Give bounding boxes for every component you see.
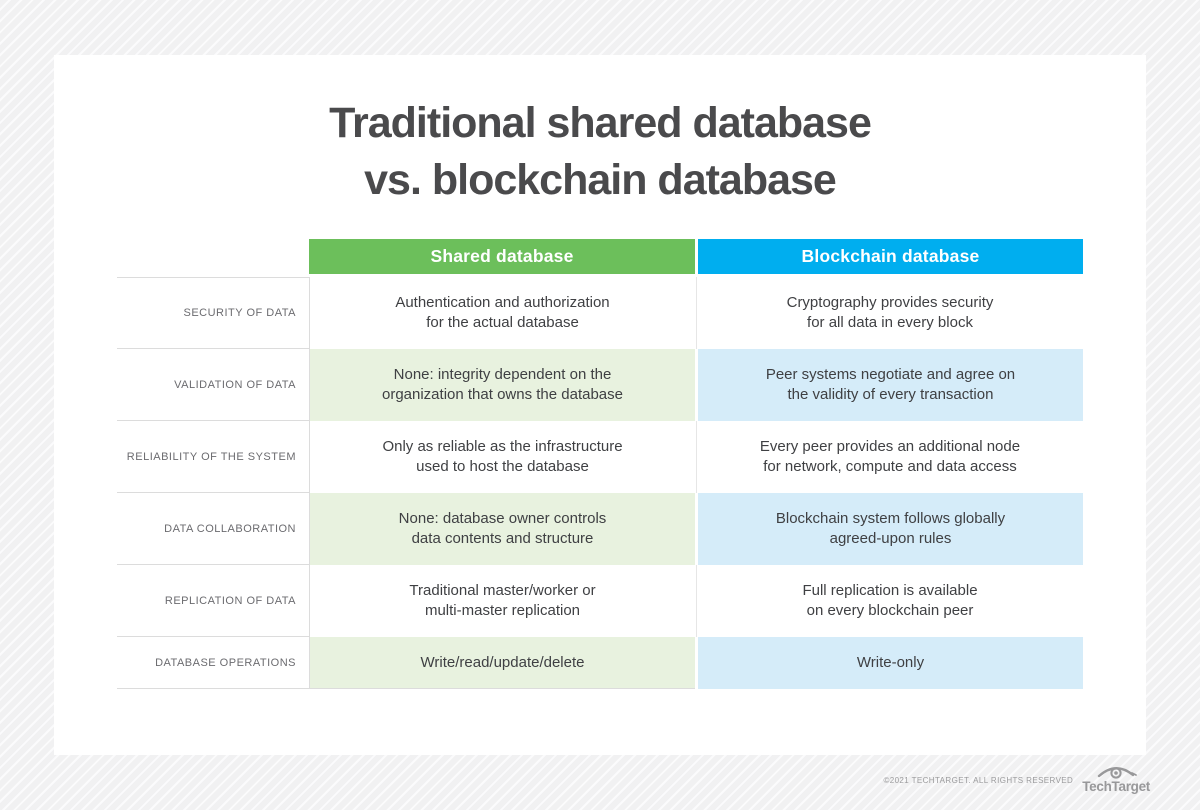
cell-shared: None: integrity dependent on the organiz… bbox=[309, 349, 695, 421]
table-row: REPLICATION OF DATA Traditional master/w… bbox=[117, 565, 1083, 637]
cell-blockchain: Full replication is available on every b… bbox=[696, 565, 1083, 637]
table-header-row: Shared database Blockchain database bbox=[117, 239, 1083, 274]
column-header-blockchain-database: Blockchain database bbox=[698, 239, 1083, 274]
row-label: VALIDATION OF DATA bbox=[117, 349, 309, 421]
cell-shared: Traditional master/worker or multi-maste… bbox=[309, 565, 695, 637]
row-label: REPLICATION OF DATA bbox=[117, 565, 309, 637]
cell-blockchain: Every peer provides an additional node f… bbox=[696, 421, 1083, 493]
footer: ©2021 TECHTARGET. ALL RIGHTS RESERVED Te… bbox=[883, 763, 1150, 794]
title-line-2: vs. blockchain database bbox=[364, 156, 837, 204]
cell-shared: None: database owner controls data conte… bbox=[309, 493, 695, 565]
row-label: DATA COLLABORATION bbox=[117, 493, 309, 565]
title-line-1: Traditional shared database bbox=[329, 99, 872, 147]
copyright-text: ©2021 TECHTARGET. ALL RIGHTS RESERVED bbox=[883, 776, 1074, 785]
infographic-card: Traditional shared database vs. blockcha… bbox=[54, 55, 1146, 755]
techtarget-logo: TechTarget bbox=[1082, 763, 1150, 794]
cell-shared: Write/read/update/delete bbox=[309, 637, 695, 689]
column-header-shared-database: Shared database bbox=[309, 239, 695, 274]
cell-blockchain: Peer systems negotiate and agree on the … bbox=[698, 349, 1083, 421]
table-body: SECURITY OF DATA Authentication and auth… bbox=[117, 277, 1083, 689]
page-title: Traditional shared database vs. blockcha… bbox=[54, 95, 1146, 209]
cell-blockchain: Cryptography provides security for all d… bbox=[696, 277, 1083, 349]
row-label: SECURITY OF DATA bbox=[117, 277, 309, 349]
comparison-table: Shared database Blockchain database SECU… bbox=[117, 239, 1083, 689]
cell-blockchain: Blockchain system follows globally agree… bbox=[698, 493, 1083, 565]
cell-shared: Authentication and authorization for the… bbox=[309, 277, 695, 349]
table-row: DATA COLLABORATION None: database owner … bbox=[117, 493, 1083, 565]
table-row: RELIABILITY OF THE SYSTEM Only as reliab… bbox=[117, 421, 1083, 493]
techtarget-wordmark: TechTarget bbox=[1082, 779, 1150, 794]
table-row: VALIDATION OF DATA None: integrity depen… bbox=[117, 349, 1083, 421]
table-row: SECURITY OF DATA Authentication and auth… bbox=[117, 277, 1083, 349]
techtarget-eye-icon bbox=[1097, 767, 1138, 779]
table-row: DATABASE OPERATIONS Write/read/update/de… bbox=[117, 637, 1083, 689]
cell-blockchain: Write-only bbox=[698, 637, 1083, 689]
cell-shared: Only as reliable as the infrastructure u… bbox=[309, 421, 695, 493]
row-label: DATABASE OPERATIONS bbox=[117, 637, 309, 689]
row-label: RELIABILITY OF THE SYSTEM bbox=[117, 421, 309, 493]
